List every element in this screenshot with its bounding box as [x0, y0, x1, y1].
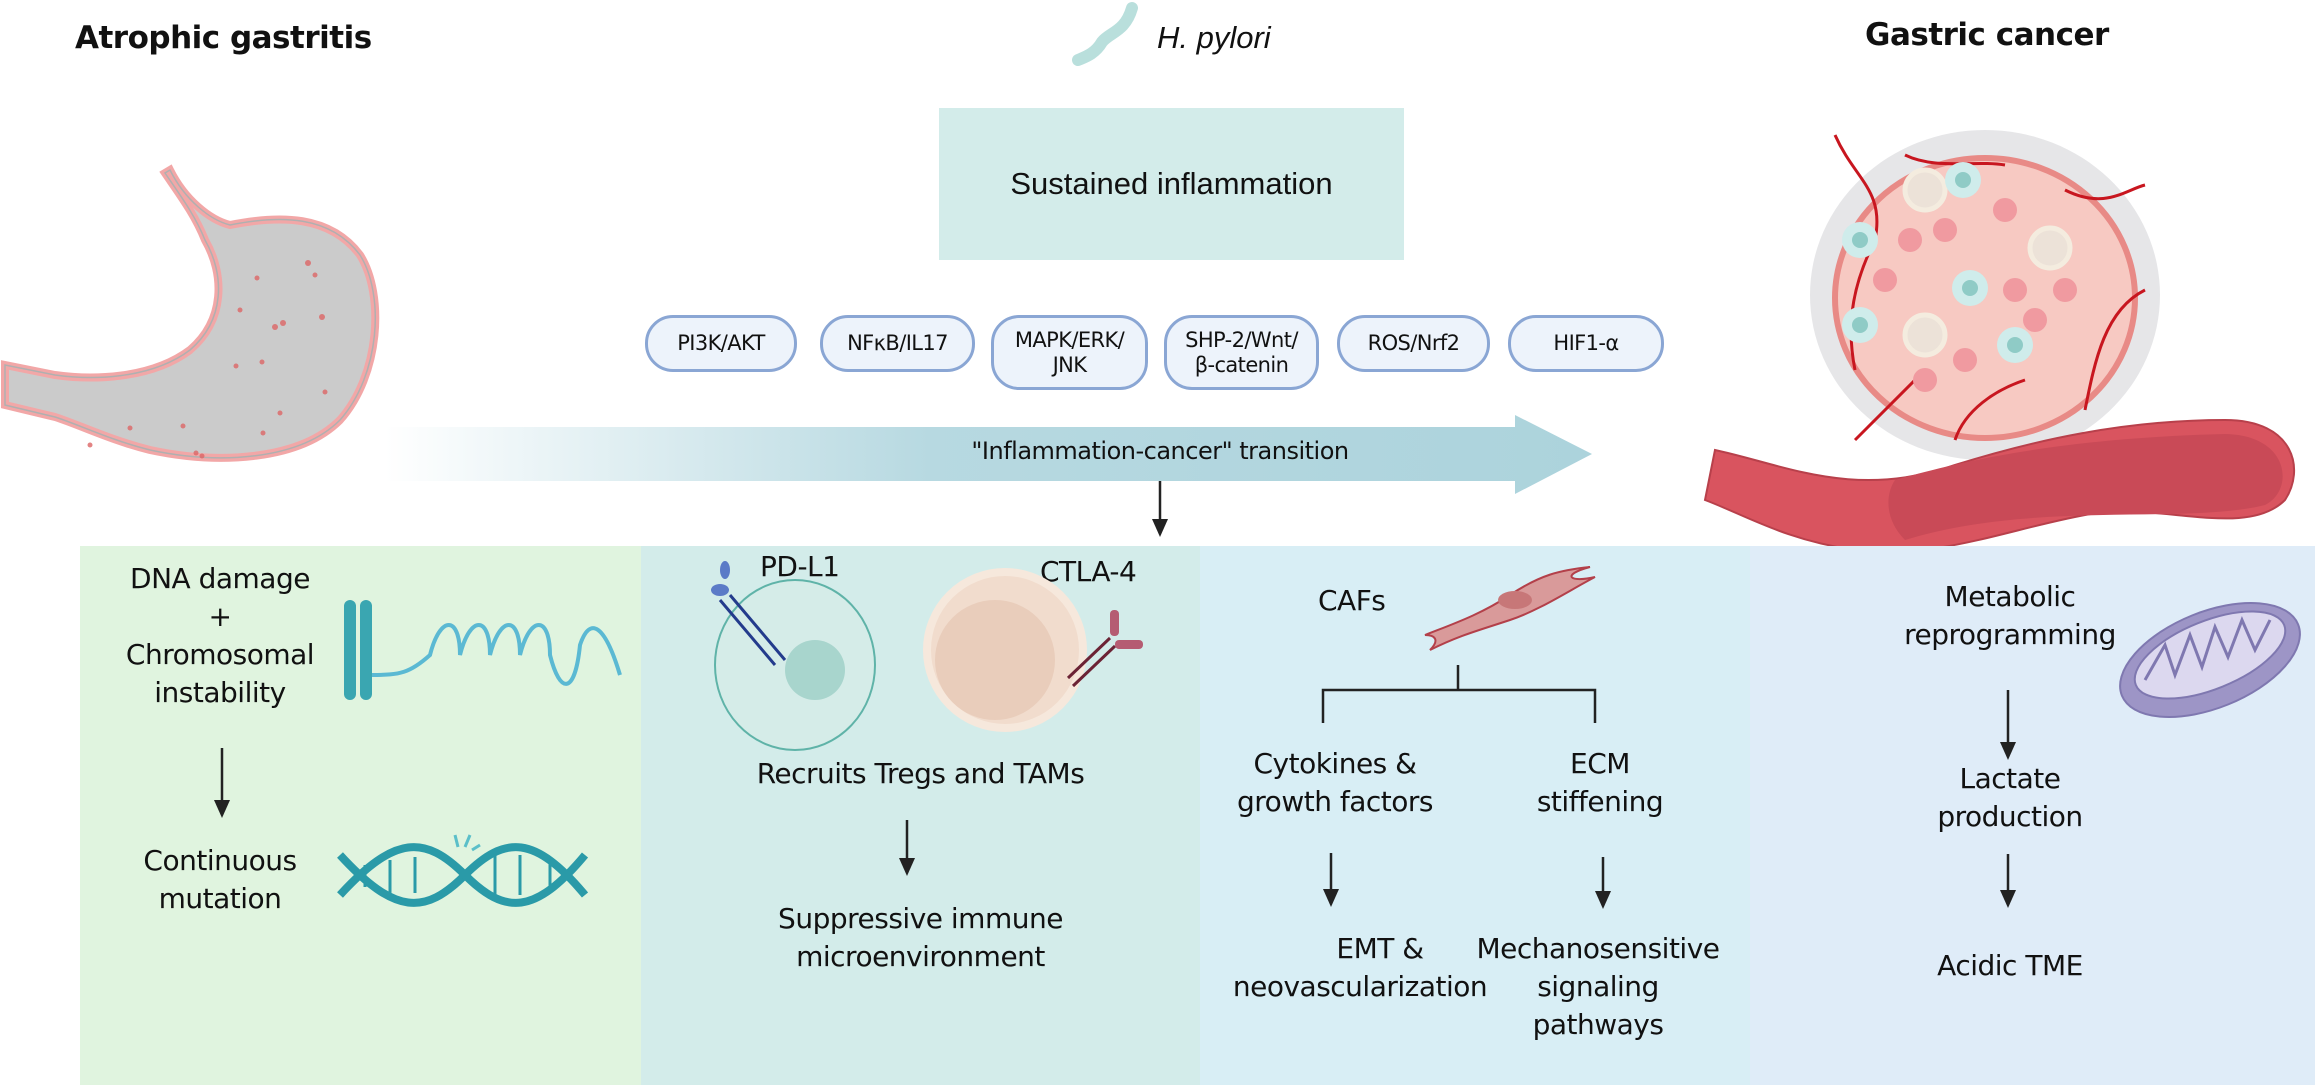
stage-title-atrophic-gastritis: Atrophic gastritis — [75, 20, 372, 56]
acidic-tme-text: Acidic TME — [1937, 949, 2083, 982]
tumor-vessel-illustration-icon — [1703, 130, 2296, 553]
down-arrow-icon — [214, 748, 230, 818]
text-line: growth factors — [1237, 785, 1433, 818]
metabolic-cause-text: Metabolic reprogramming — [1880, 578, 2140, 654]
cytokines-text: Cytokines & growth factors — [1215, 745, 1455, 821]
text-line: microenvironment — [796, 940, 1045, 973]
text-line: + — [208, 600, 232, 633]
pdl1-label: PD-L1 — [760, 550, 840, 583]
tumor-cells — [1842, 162, 2077, 392]
text-line: signaling — [1537, 970, 1659, 1003]
immune-effect-text: Suppressive immune microenvironment — [641, 900, 1200, 976]
chromosome-icon — [344, 600, 622, 700]
h-pylori-bacterium-icon — [1072, 2, 1138, 66]
branch-connector — [1321, 665, 1597, 723]
pathway-label: HIF1-α — [1553, 331, 1619, 355]
sustained-inflammation-box: Sustained inflammation — [939, 108, 1404, 260]
immune-cells-icon — [711, 561, 1143, 751]
ctla4-label: CTLA-4 — [1040, 555, 1137, 588]
pathway-label: PI3K/AKT — [677, 331, 765, 355]
text-line: instability — [154, 676, 286, 709]
cafs-label: CAFs — [1318, 584, 1386, 617]
pathway-label: NFκB/IL17 — [847, 331, 948, 355]
pathway-label-line1: SHP-2/Wnt/ — [1185, 327, 1298, 352]
pathway-label: ROS/Nrf2 — [1367, 331, 1460, 355]
down-arrow-icon — [1595, 857, 1611, 909]
pathway-label-line1: MAPK/ERK/ — [1014, 327, 1125, 352]
sustained-inflammation-label: Sustained inflammation — [1010, 166, 1333, 201]
genomic-effect-text: Continuous mutation — [100, 842, 340, 918]
text-line: DNA damage — [130, 562, 310, 595]
down-arrow-icon — [899, 820, 915, 876]
pathway-pill-mapk-erk-jnk: MAPK/ERK/ JNK — [991, 315, 1148, 390]
dna-helix-icon — [337, 834, 589, 907]
pathway-pill-pi3k-akt: PI3K/AKT — [645, 315, 797, 372]
pathway-label-line2: β-catenin — [1194, 352, 1289, 377]
pathway-pill-hif1a: HIF1-α — [1508, 315, 1664, 372]
text-line: Cytokines & — [1253, 747, 1417, 780]
pathway-label-line2: JNK — [1052, 352, 1087, 377]
h-pylori-label: H. pylori — [1157, 20, 1271, 55]
text-line: Chromosomal — [125, 638, 315, 671]
text-line: neovascularization — [1232, 970, 1488, 1003]
pathway-pill-shp2-wnt-catenin: SHP-2/Wnt/ β-catenin — [1164, 315, 1319, 390]
text-line: stiffening — [1536, 785, 1664, 818]
pathway-pill-nfkb-il17: NFκB/IL17 — [820, 315, 975, 372]
text-line: Suppressive immune — [778, 902, 1063, 935]
down-arrow-icon — [2000, 854, 2016, 908]
fibroblast-cell-icon — [1424, 566, 1596, 651]
mitochondrion-icon — [2119, 602, 2301, 718]
lactate-production-text: Lactate production — [1880, 760, 2140, 836]
text-line: pathways — [1532, 1008, 1664, 1041]
down-arrow-icon — [1323, 853, 1339, 907]
text-line: Continuous — [143, 844, 297, 877]
emt-text: EMT & neovascularization — [1215, 930, 1505, 1006]
pathway-pill-ros-nrf2: ROS/Nrf2 — [1337, 315, 1490, 372]
mechanosensitive-text: Mechanosensitive signaling pathways — [1468, 930, 1728, 1044]
text-line: Mechanosensitive — [1476, 932, 1720, 965]
text-line: mutation — [158, 882, 282, 915]
stomach-illustration-icon — [1, 164, 380, 462]
text-line: Lactate — [1959, 762, 2062, 795]
recruit-tregs-tams-text: Recruits Tregs and TAMs — [756, 757, 1085, 790]
text-line: Metabolic — [1944, 580, 2076, 613]
transition-label: "Inflammation-cancer" transition — [971, 437, 1349, 465]
text-line: EMT & — [1336, 932, 1424, 965]
down-arrow-icon — [2000, 690, 2016, 760]
panel-stromal-remodeling — [1200, 546, 1750, 1085]
transition-arrow — [385, 415, 1592, 494]
ecm-stiffening-text: ECM stiffening — [1510, 745, 1690, 821]
text-line: production — [1937, 800, 2083, 833]
text-line: ECM — [1570, 747, 1630, 780]
stage-title-gastric-cancer: Gastric cancer — [1865, 17, 2109, 53]
down-arrow-icon — [1152, 481, 1168, 537]
text-line: reprogramming — [1904, 618, 2116, 651]
genomic-cause-text: DNA damage + Chromosomal instability — [100, 560, 340, 712]
